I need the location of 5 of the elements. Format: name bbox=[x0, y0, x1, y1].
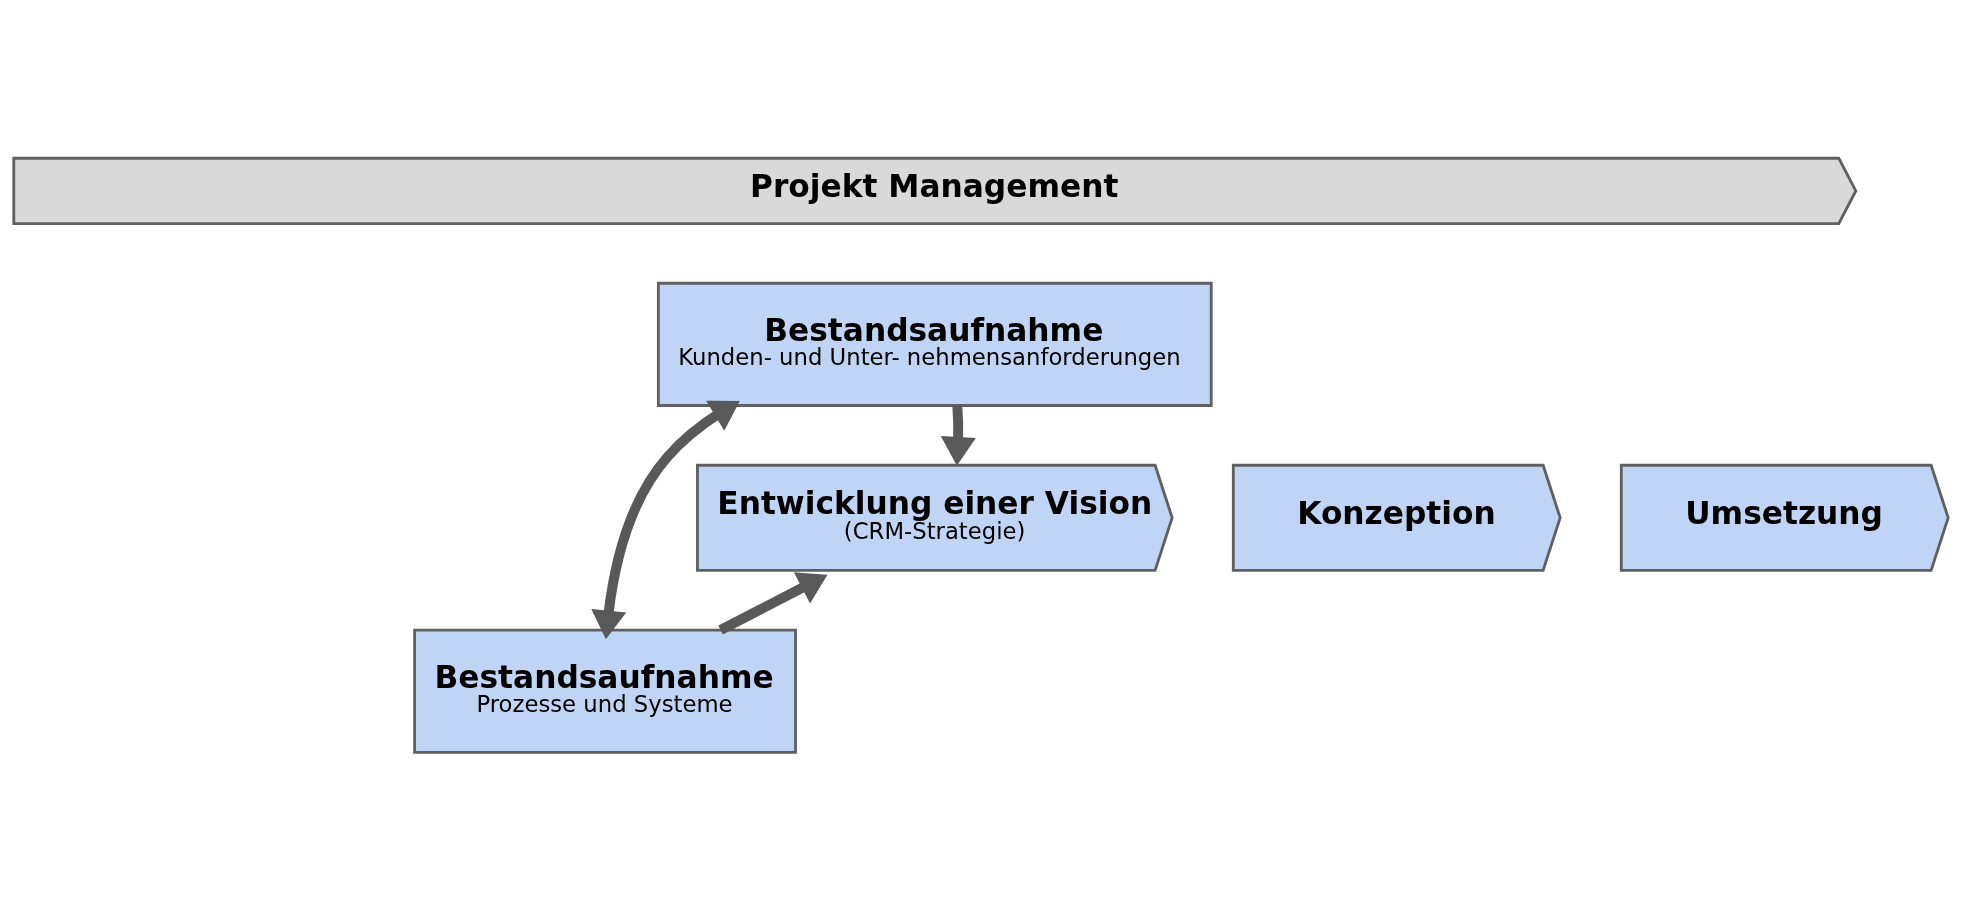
node-box: Bestandsaufnahme Prozesse und Systeme bbox=[413, 628, 797, 754]
node-box: Bestandsaufnahme Kunden- und Unter- nehmensanforderungen bbox=[656, 281, 1213, 407]
arrow bbox=[940, 405, 976, 466]
arrow bbox=[591, 400, 740, 640]
arrow bbox=[718, 572, 828, 635]
